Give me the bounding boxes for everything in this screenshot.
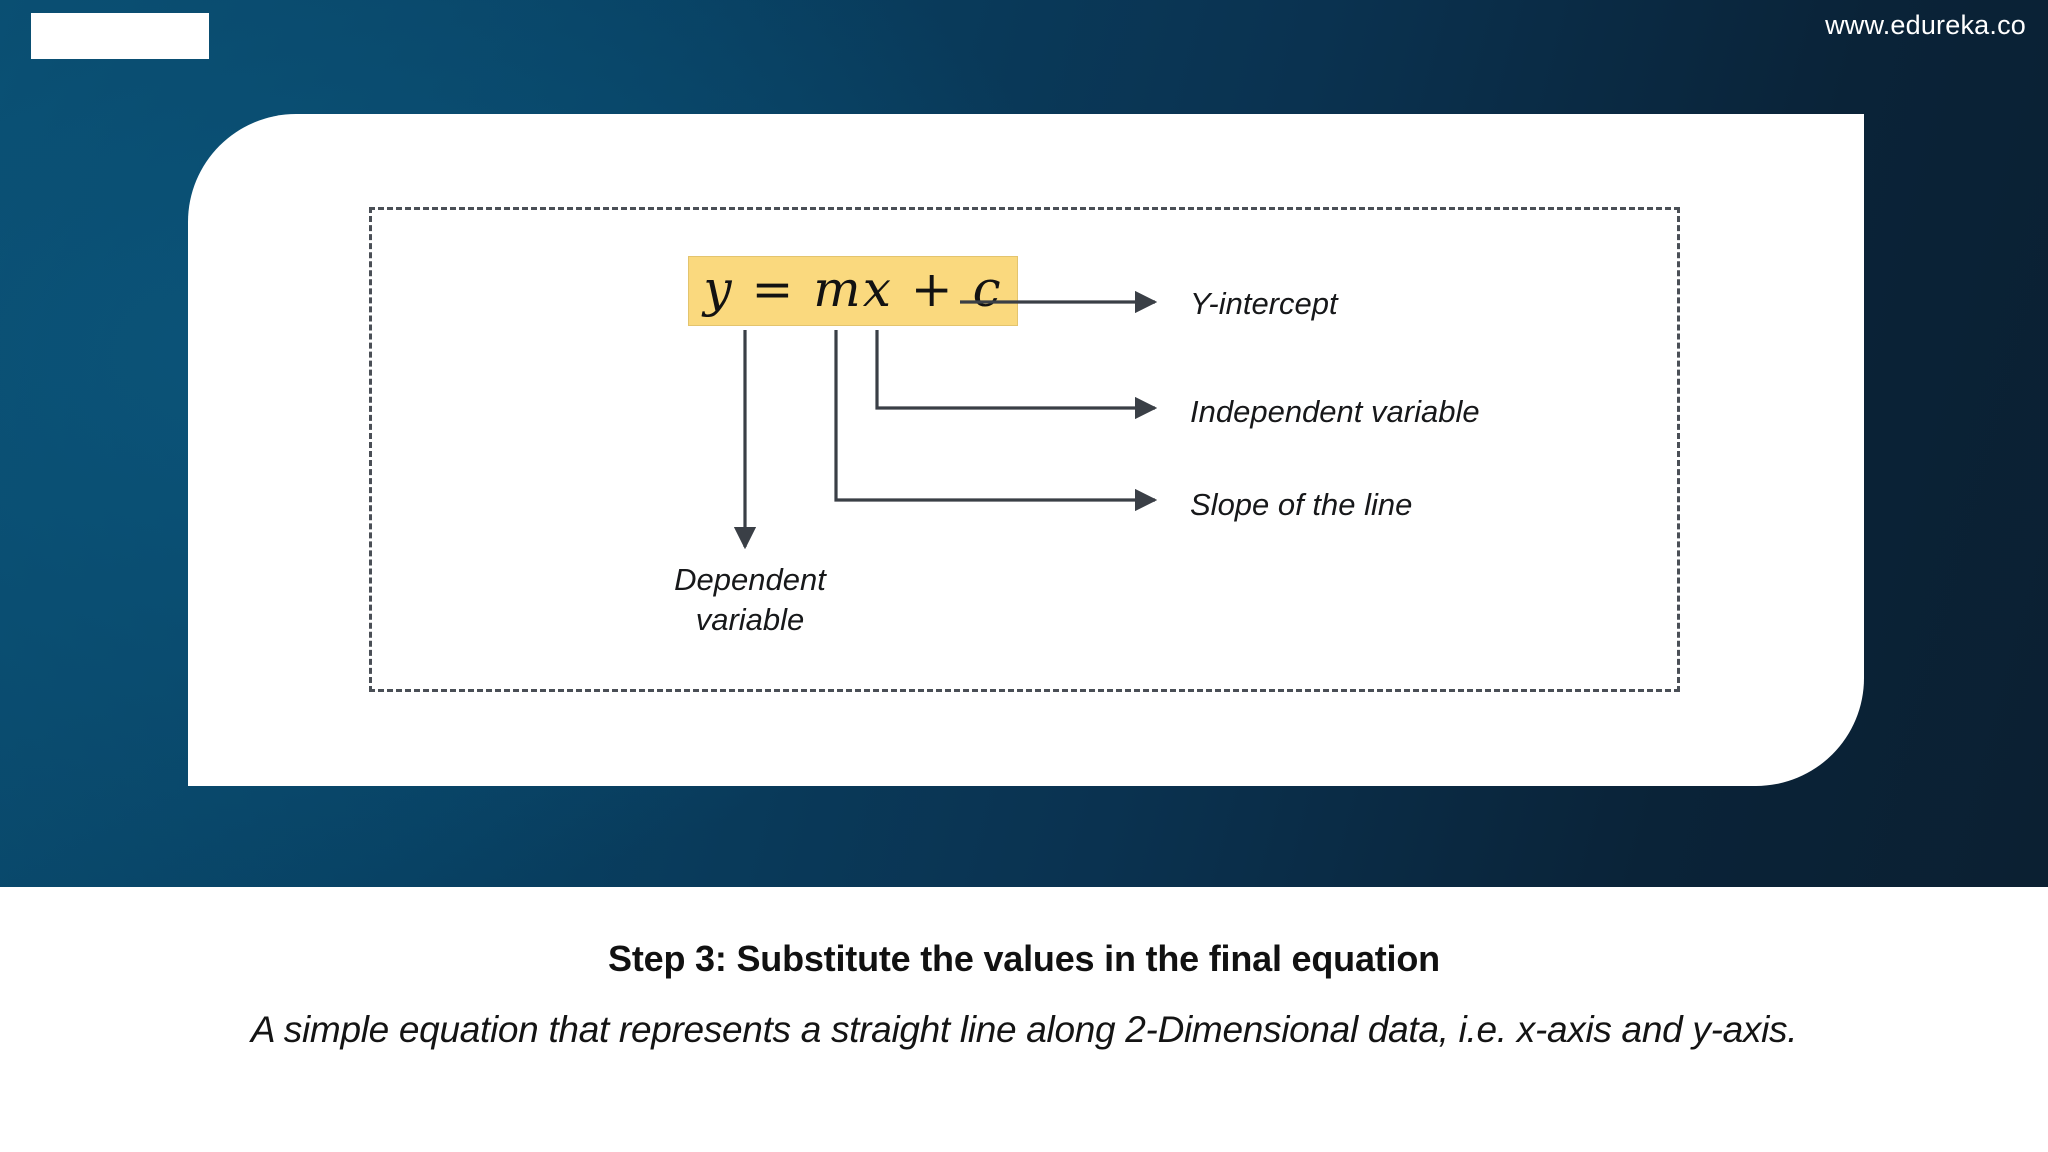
label-y-intercept: Y-intercept — [1190, 286, 1338, 321]
label-dependent-variable-line1: Dependent — [674, 562, 826, 597]
label-independent-variable: Independent variable — [1190, 394, 1480, 429]
label-dependent-variable-line2: variable — [695, 601, 805, 637]
label-slope-of-the-line: Slope of the line — [1190, 487, 1413, 522]
equation-highlight-box: y = mx + c — [688, 256, 1018, 326]
diagram-dashed-frame — [369, 207, 1680, 692]
label-dependent-variable: Dependent variable — [640, 560, 860, 639]
caption-area: Step 3: Substitute the values in the fin… — [0, 887, 2048, 1152]
caption-heading: Step 3: Substitute the values in the fin… — [608, 938, 1440, 979]
equation-text: y = mx + c — [703, 260, 1003, 318]
hero-panel: www.edureka.co — [0, 0, 2048, 887]
caption-subheading: A simple equation that represents a stra… — [250, 1009, 1798, 1050]
site-url-label: www.edureka.co — [1825, 10, 2026, 40]
logo-placeholder — [31, 13, 209, 59]
